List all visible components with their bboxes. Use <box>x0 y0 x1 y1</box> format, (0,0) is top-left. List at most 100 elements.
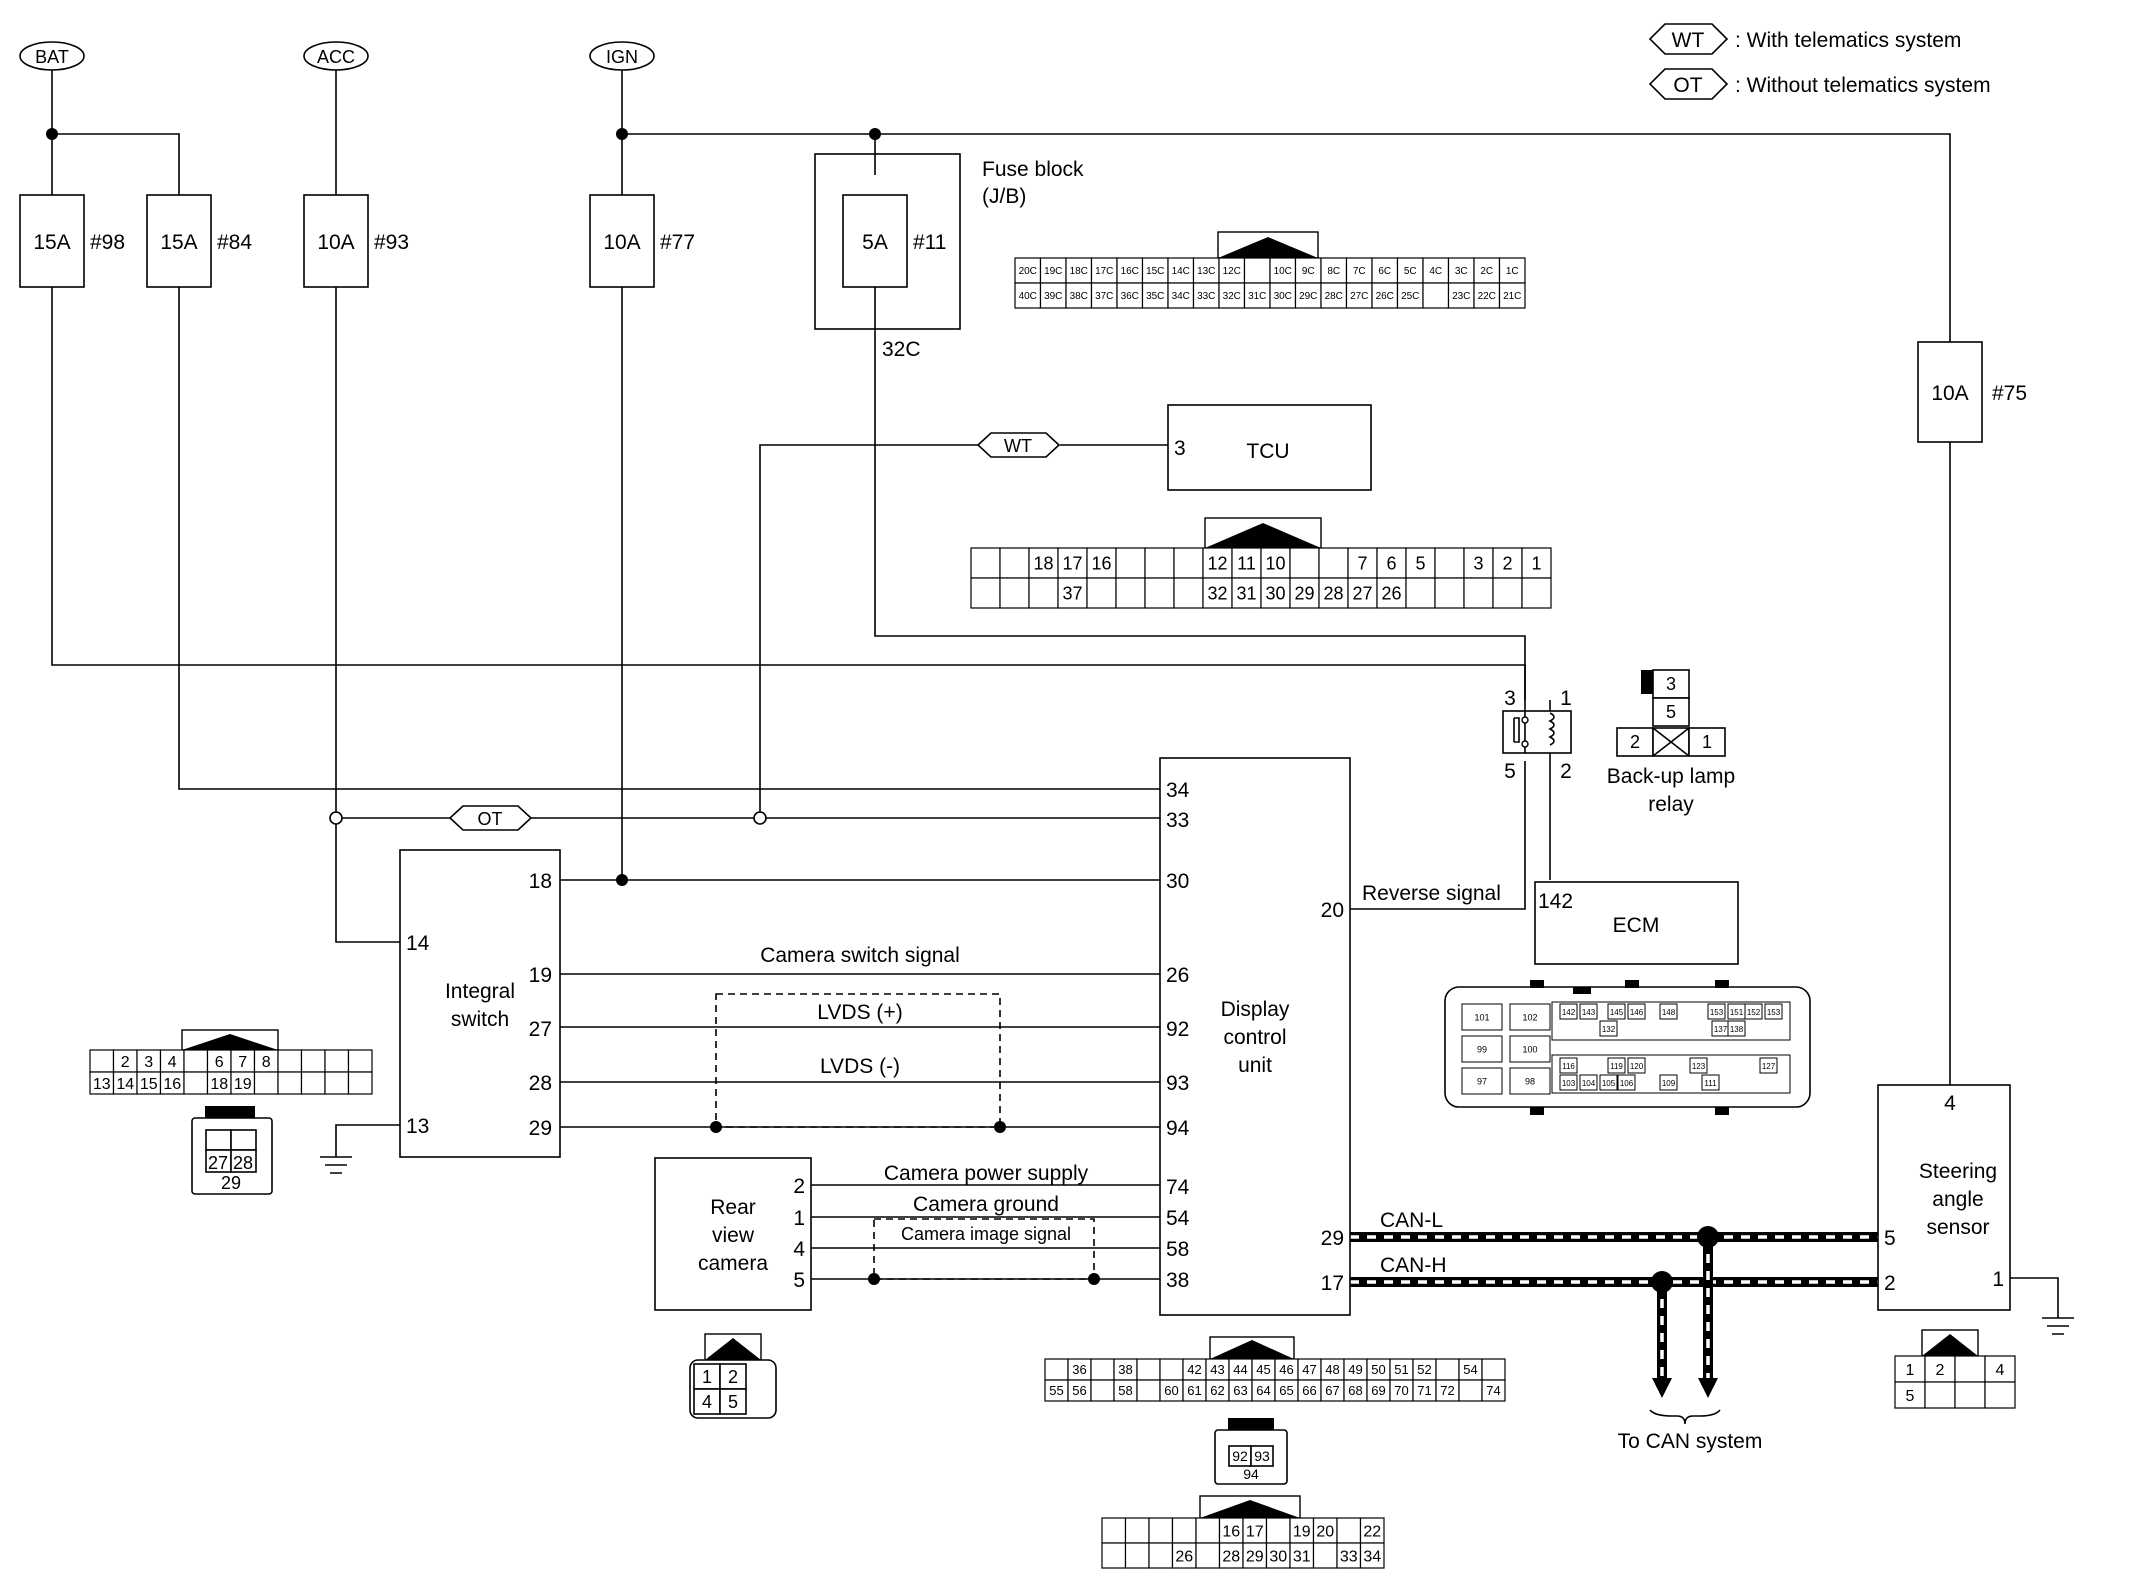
camera-label-1: Rear <box>710 1196 756 1219</box>
tcu-conn-cell <box>1347 547 1378 579</box>
integral-conn-cell <box>300 1071 326 1095</box>
acc-label: ACC <box>317 47 355 67</box>
tcu-conn-label: 12 <box>1207 553 1227 573</box>
fuse-77-amp: 10A <box>603 231 640 254</box>
fuse-block-conn-label: 1C <box>1506 266 1519 277</box>
display-conn-a-label: 51 <box>1394 1362 1408 1377</box>
fuse-block-conn-label: 40C <box>1019 291 1037 302</box>
integral-conn-cell <box>277 1071 303 1095</box>
fuse-block-conn-cell <box>1447 257 1475 284</box>
lvds-pos-label: LVDS (+) <box>817 1001 902 1024</box>
reverse-relay: 3 1 5 2 <box>1502 687 1572 783</box>
camera-pin-1: 1 <box>793 1207 805 1230</box>
ecm: ECM 142 <box>1534 881 1739 965</box>
fuse-block-conn-label: 22C <box>1478 291 1496 302</box>
display-connector-b: 92 93 94 <box>1214 1418 1288 1485</box>
fuse-block: 5A #11 Fuse block (J/B) 32C <box>814 153 1084 361</box>
tcu-conn-cell <box>1521 547 1552 579</box>
fuse-77-no: #77 <box>660 231 695 254</box>
fuse-block-conn-label: 7C <box>1353 266 1366 277</box>
lvds-shield <box>715 993 1001 1128</box>
display-conn-c-cell <box>1195 1542 1221 1569</box>
ecm-conn-label: 101 <box>1474 1013 1489 1023</box>
ecm-conn-label: 148 <box>1662 1008 1676 1017</box>
relay-pin-2: 2 <box>1560 760 1572 783</box>
display-conn-c-label: 16 <box>1222 1523 1240 1540</box>
camera-pin-5: 5 <box>793 1269 805 1292</box>
fuse-75 <box>1917 341 1983 443</box>
fuse-block-conn-label: 36C <box>1121 291 1139 302</box>
tcu-conn-cell <box>1347 577 1378 609</box>
display-conn-c-label: 31 <box>1293 1548 1311 1565</box>
display-conn-a-label: 50 <box>1371 1362 1385 1377</box>
ecm-conn-cell <box>1579 1074 1598 1091</box>
integral-switch-label-1: Integral <box>445 980 515 1003</box>
fuse-84-amp: 15A <box>160 231 197 254</box>
tcu-conn-cell <box>1086 547 1117 579</box>
tcu-conn-label: 10 <box>1265 553 1285 573</box>
display-conn-a-label: 58 <box>1118 1383 1132 1398</box>
ground-integral <box>320 1156 352 1174</box>
fuse-98 <box>19 194 85 288</box>
tcu-conn-label: 16 <box>1091 553 1111 573</box>
steering-conn-cell <box>1924 1355 1956 1383</box>
ecm-conn-label: 100 <box>1522 1045 1537 1055</box>
camera-conn-cell: 1 <box>702 1367 712 1387</box>
steering-label-1: Steering <box>1919 1160 1997 1183</box>
integral-pin-27: 27 <box>529 1018 552 1041</box>
fuse-block-conn-label: 15C <box>1146 266 1164 277</box>
fuse-block-conn-cell <box>1294 282 1322 309</box>
camera-conn-cell: 4 <box>702 1392 712 1412</box>
integral-conn-label: 7 <box>238 1054 247 1071</box>
display-conn-c-label: 22 <box>1363 1523 1381 1540</box>
steering-conn-label: 1 <box>1906 1362 1915 1379</box>
ecm-conn-cell <box>1707 1003 1726 1020</box>
fuse-block-conn-label: 6C <box>1378 266 1391 277</box>
fuse-block-conn-label: 23C <box>1452 291 1470 302</box>
integral-pin-13: 13 <box>406 1115 429 1138</box>
ecm-conn-cell <box>1764 1003 1783 1020</box>
display-conn-c-cell <box>1148 1542 1174 1569</box>
display-conn-a-label: 67 <box>1325 1383 1339 1398</box>
display-unit-box <box>1159 757 1351 1316</box>
fuse-block-conn-label: 25C <box>1401 291 1419 302</box>
integral-conn-label: 14 <box>116 1076 134 1093</box>
display-conn-c-label: 29 <box>1246 1548 1264 1565</box>
backup-relay-cell-1: 1 <box>1702 732 1712 752</box>
tcu-conn-cell <box>970 547 1001 579</box>
display-conn-a-label: 52 <box>1417 1362 1431 1377</box>
fuse-block-conn-label: 27C <box>1350 291 1368 302</box>
display-conn-a-label: 36 <box>1072 1362 1086 1377</box>
fuse-block-conn-cell <box>1345 282 1373 309</box>
ot-tag-shape <box>1648 68 1729 100</box>
fuse-block-conn-label: 17C <box>1095 266 1113 277</box>
integral-switch-label-2: switch <box>451 1008 509 1031</box>
ecm-conn-cell <box>1607 1057 1626 1074</box>
fuse-block-conn-cell <box>1345 257 1373 284</box>
ecm-conn-cell <box>1759 1057 1778 1074</box>
integral-conn-cell <box>324 1049 350 1073</box>
tcu: TCU 3 <box>1167 404 1372 491</box>
ecm-conn-label: 119 <box>1610 1062 1623 1071</box>
fuse-block-conn-cell <box>1498 282 1526 309</box>
fuse-84 <box>146 194 212 288</box>
fuse-block-conn-label: 31C <box>1248 291 1266 302</box>
fuse-77 <box>589 194 655 288</box>
display-conn-b-bottom: 94 <box>1243 1466 1259 1482</box>
ecm-conn-cell <box>1461 1035 1503 1063</box>
camera-box <box>654 1157 812 1311</box>
fuse-block-conn-label: 9C <box>1302 266 1315 277</box>
ecm-conn-cell <box>1727 1020 1746 1037</box>
display-conn-a-label: 48 <box>1325 1362 1339 1377</box>
camera-conn-cell: 2 <box>728 1367 738 1387</box>
ecm-conn-label: 104 <box>1582 1079 1596 1088</box>
tcu-conn-label: 17 <box>1062 553 1082 573</box>
fuse-block-conn-cell <box>1243 282 1271 309</box>
display-conn-a-cell <box>1159 1358 1184 1381</box>
ecm-conn-cell <box>1559 1057 1578 1074</box>
display-conn-a-cell <box>1481 1379 1506 1402</box>
steering-conn-cell <box>1984 1355 2016 1383</box>
tcu-conn-label: 6 <box>1386 553 1396 573</box>
